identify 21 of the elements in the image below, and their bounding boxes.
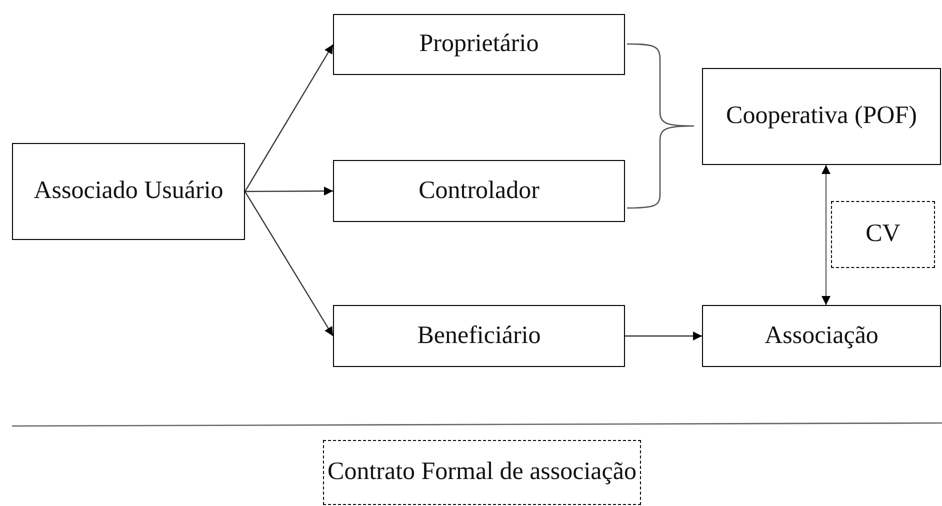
arrow: [625, 332, 702, 340]
node-label: Contrato Formal de associação: [328, 457, 636, 488]
dashed-box: [323, 440, 641, 505]
process-box: [333, 305, 625, 367]
node-label: Cooperativa (POF): [726, 101, 917, 132]
arrow: [244, 44, 334, 192]
arrow: [245, 186, 333, 196]
arrow: [822, 165, 830, 305]
arrow: [244, 191, 334, 336]
node-label: Beneficiário: [417, 320, 541, 351]
node-label: Proprietário: [419, 29, 539, 60]
process-box: [12, 143, 245, 240]
process-box: [333, 14, 625, 75]
node-label: Associado Usuário: [34, 176, 224, 206]
node-label: CV: [866, 219, 900, 250]
process-box: [702, 68, 941, 165]
process-box: [702, 305, 941, 367]
node-label: Associação: [764, 320, 878, 351]
node-label: Controlador: [418, 176, 540, 206]
dashed-box: [831, 201, 935, 268]
process-box: [333, 160, 625, 222]
